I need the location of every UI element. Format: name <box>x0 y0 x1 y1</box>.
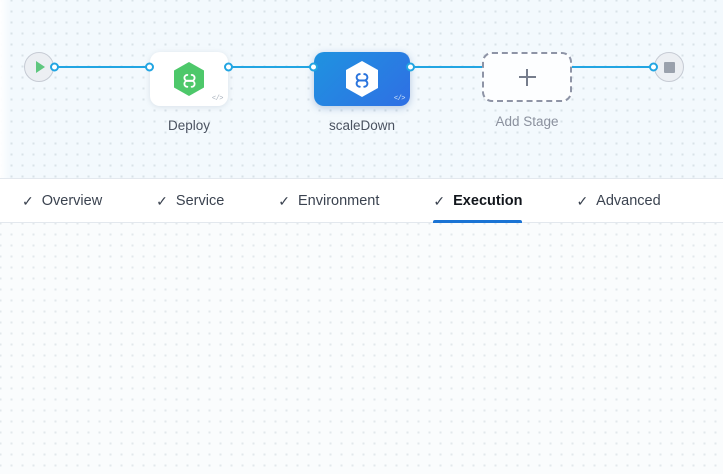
stage-end-node[interactable] <box>654 52 684 82</box>
add-stage-node[interactable]: Add Stage <box>482 52 572 129</box>
stage-card-selected[interactable]: </> <box>314 52 410 106</box>
tab-label: Execution <box>453 192 523 209</box>
code-icon[interactable]: </> <box>393 95 406 103</box>
connector-line <box>572 65 654 69</box>
connector-dot[interactable] <box>649 62 658 72</box>
connector-add-to-end <box>572 52 658 82</box>
connector-dot[interactable] <box>406 62 415 72</box>
tab-execution[interactable]: ✓ Execution <box>433 179 544 223</box>
tab-label: Overview <box>41 192 103 209</box>
harness-hexagon-icon <box>346 61 378 97</box>
check-icon: ✓ <box>22 192 34 209</box>
stage-label: scaleDown <box>328 118 396 133</box>
tab-service[interactable]: ✓ Service <box>156 179 246 222</box>
tab-environment[interactable]: ✓ Environment <box>278 179 401 222</box>
check-icon: ✓ <box>576 192 589 209</box>
connector-deploy-to-scaledown <box>224 52 318 82</box>
tab-label: Environment <box>298 192 380 209</box>
plus-icon <box>519 69 536 86</box>
tab-advanced[interactable]: ✓ Advanced <box>576 179 682 222</box>
connector-dot[interactable] <box>50 62 59 72</box>
stage-flow: </> Deploy </> <box>24 52 684 133</box>
harness-hexagon-icon <box>174 62 204 96</box>
execution-steps-canvas[interactable]: </> K8sBlueGreenStageScaleDow... Add Ste… <box>0 223 723 474</box>
stage-start-node[interactable] <box>24 52 54 82</box>
stage-node-deploy[interactable]: </> Deploy <box>150 52 228 133</box>
end-terminal[interactable] <box>654 52 684 82</box>
add-stage-button[interactable] <box>482 52 572 102</box>
check-icon: ✓ <box>156 192 168 209</box>
play-icon <box>36 61 45 73</box>
tab-overview[interactable]: ✓ Overview <box>22 179 124 222</box>
connector-line <box>54 65 150 69</box>
stop-icon <box>663 61 675 73</box>
start-terminal[interactable] <box>24 52 54 82</box>
connector-dot[interactable] <box>145 62 154 72</box>
connector-line <box>228 65 314 69</box>
tab-label: Advanced <box>596 192 661 209</box>
connector-dot[interactable] <box>224 62 233 72</box>
connector-scaledown-to-add <box>406 52 482 82</box>
stage-pipeline-canvas[interactable]: </> Deploy </> <box>0 0 723 178</box>
connector-start-to-deploy <box>50 52 154 82</box>
stage-card[interactable]: </> <box>150 52 228 106</box>
connector-line <box>410 65 482 69</box>
tab-label: Service <box>175 192 225 209</box>
add-stage-label: Add Stage <box>495 114 559 129</box>
stage-config-tabbar: ✓ Overview ✓ Service ✓ Environment ✓ Exe… <box>0 178 723 223</box>
stage-node-scaledown[interactable]: </> scaleDown <box>314 52 410 133</box>
check-icon: ✓ <box>278 192 290 209</box>
connector-dot[interactable] <box>309 62 318 72</box>
stage-label: Deploy <box>167 118 211 133</box>
code-icon[interactable]: </> <box>211 95 224 103</box>
check-icon: ✓ <box>433 192 446 209</box>
